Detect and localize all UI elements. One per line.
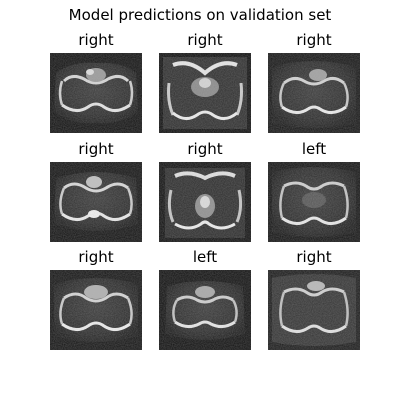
prediction-panel: left [268, 140, 360, 242]
prediction-label: right [296, 248, 332, 266]
mri-scan-image [268, 162, 360, 242]
prediction-panel: right [50, 140, 142, 242]
prediction-panel: left [159, 248, 251, 350]
prediction-panel: right [50, 248, 142, 350]
prediction-label: left [301, 140, 327, 158]
prediction-label: right [78, 31, 114, 49]
mri-scan-image [50, 53, 142, 133]
mri-scan-image [50, 270, 142, 350]
mri-scan-image [159, 270, 251, 350]
prediction-label: right [78, 140, 114, 158]
prediction-label: left [192, 248, 218, 266]
prediction-panel: right [268, 248, 360, 350]
prediction-label: right [187, 140, 223, 158]
prediction-panel: right [50, 31, 142, 133]
prediction-label: right [187, 31, 223, 49]
prediction-label: right [296, 31, 332, 49]
prediction-panel: right [159, 140, 251, 242]
prediction-panel: right [268, 31, 360, 133]
mri-scan-image [159, 162, 251, 242]
mri-scan-image [268, 270, 360, 350]
prediction-panel: right [159, 31, 251, 133]
mri-scan-image [268, 53, 360, 133]
mri-scan-image [159, 53, 251, 133]
figure-title: Model predictions on validation set [68, 6, 332, 24]
prediction-label: right [78, 248, 114, 266]
mri-scan-image [50, 162, 142, 242]
